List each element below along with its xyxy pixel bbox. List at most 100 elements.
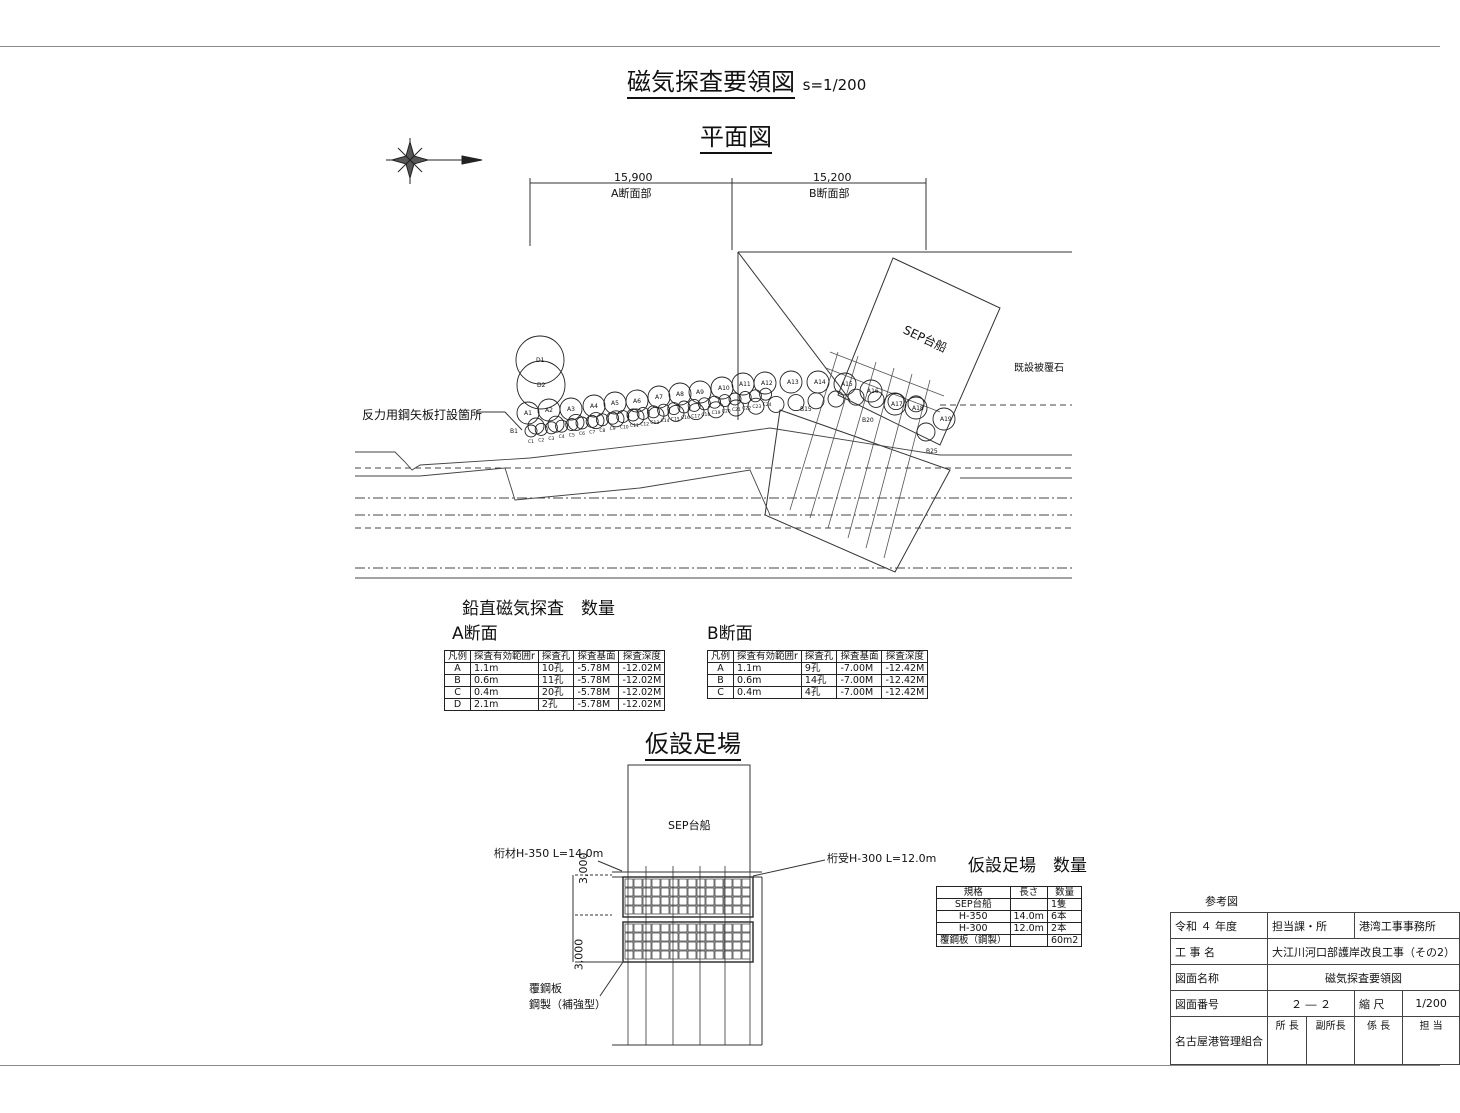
survey-point-label: A13 bbox=[787, 379, 799, 386]
steel-plate-cell bbox=[732, 923, 742, 933]
survey-point-label: C8 bbox=[599, 428, 605, 434]
survey-point-label: A16 bbox=[867, 388, 879, 395]
survey-b-cell: -7.00M bbox=[836, 686, 883, 699]
survey-circles bbox=[515, 335, 956, 442]
steel-plate-cell bbox=[651, 950, 661, 960]
survey-point-label: B25 bbox=[926, 448, 938, 455]
steel-plate-cell bbox=[732, 896, 742, 906]
survey-point-label: A11 bbox=[739, 381, 751, 388]
steel-plate-cell bbox=[741, 923, 751, 933]
steel-plate-cell bbox=[642, 887, 652, 897]
survey-circle-a bbox=[668, 382, 692, 406]
survey-circle-c bbox=[544, 421, 558, 435]
steel-plate-cell bbox=[705, 878, 715, 888]
steel-plate-panel bbox=[622, 876, 754, 918]
steel-plate-cell bbox=[669, 878, 679, 888]
survey-circle-c bbox=[728, 392, 742, 406]
steel-plate-cell bbox=[723, 923, 733, 933]
survey-point-label: C13 bbox=[650, 420, 659, 426]
scaffold-qty-cell: 60m2 bbox=[1046, 934, 1083, 947]
bottom-border bbox=[0, 1065, 1440, 1066]
drawing-scale: s=1/200 bbox=[802, 76, 867, 94]
steel-plate-cell bbox=[624, 941, 634, 951]
steel-plate-cell bbox=[624, 878, 634, 888]
steel-plate-cell bbox=[705, 905, 715, 915]
sheetpile-label: 反力用鋼矢板打設箇所 bbox=[362, 408, 483, 422]
steel-plate-cell bbox=[651, 896, 661, 906]
sep-barge bbox=[737, 251, 1072, 573]
survey-point-label: C5 bbox=[569, 433, 575, 439]
steel-plate-cell bbox=[633, 932, 643, 942]
tb-scale-value: 1/200 bbox=[1402, 990, 1460, 1017]
steel-plate-cell bbox=[741, 932, 751, 942]
survey-circle-b bbox=[847, 388, 865, 406]
tb-role-4: 担 当 bbox=[1402, 1016, 1460, 1065]
dimension-lines bbox=[529, 178, 927, 250]
steel-plate-cell bbox=[660, 905, 670, 915]
steel-plate-cell bbox=[660, 950, 670, 960]
survey-circle-b bbox=[727, 399, 745, 417]
steel-plate-cell bbox=[696, 950, 706, 960]
survey-point-label: C10 bbox=[620, 425, 629, 431]
scaffold-qty-cell: 14.0m bbox=[1009, 910, 1048, 923]
steel-plate-cell bbox=[624, 896, 634, 906]
steel-plate-cell bbox=[669, 923, 679, 933]
survey-circle-c bbox=[534, 422, 548, 436]
steel-plate-cell bbox=[705, 923, 715, 933]
steel-plate-cell bbox=[642, 878, 652, 888]
dim-b-value: 15,200 bbox=[813, 171, 852, 184]
steel-plate-cell bbox=[678, 887, 688, 897]
survey-circle-c bbox=[524, 424, 538, 438]
seawall-lines bbox=[355, 404, 1072, 579]
table-row: 覆鋼板（鋼製）60m2 bbox=[936, 934, 1083, 947]
steel-plate-cell bbox=[687, 905, 697, 915]
scaffold-qty-title: 仮設足場 数量 bbox=[968, 856, 1087, 876]
survey-circle-c bbox=[759, 387, 773, 401]
steel-plate-cell bbox=[624, 950, 634, 960]
steel-plate-cell bbox=[741, 887, 751, 897]
survey-b-cell: A bbox=[706, 662, 735, 675]
survey-circle-a bbox=[559, 397, 583, 421]
survey-point-label: A19 bbox=[940, 416, 952, 423]
steel-plate-cell bbox=[624, 923, 634, 933]
steel-plate-cell bbox=[633, 941, 643, 951]
steel-plate-cell bbox=[669, 932, 679, 942]
survey-circle-d bbox=[516, 360, 566, 410]
survey-circle-b bbox=[867, 390, 885, 408]
receiver-leader bbox=[752, 859, 826, 877]
steel-plate-cell bbox=[678, 932, 688, 942]
steel-plate-cell bbox=[642, 950, 652, 960]
steel-plate-cell bbox=[651, 905, 661, 915]
steel-plate-cell bbox=[714, 932, 724, 942]
survey-b-cell: C bbox=[706, 686, 735, 699]
survey-point-label: D2 bbox=[537, 382, 546, 389]
steel-plate-cell bbox=[723, 896, 733, 906]
tb-dept-label: 担当課・所 bbox=[1267, 912, 1355, 939]
survey-point-label: B15 bbox=[800, 406, 812, 413]
steel-plate-cell bbox=[642, 905, 652, 915]
survey-point-label: C9 bbox=[610, 426, 616, 432]
steel-plate-cell bbox=[678, 878, 688, 888]
steel-plate-cell bbox=[723, 905, 733, 915]
survey-point-label: C12 bbox=[640, 421, 649, 427]
tb-dept-value: 港湾工事事務所 bbox=[1353, 912, 1460, 939]
tb-role-2: 副所長 bbox=[1306, 1016, 1355, 1065]
steel-plate-cell bbox=[678, 941, 688, 951]
steel-plate-cell bbox=[660, 932, 670, 942]
survey-circle-b bbox=[787, 394, 805, 412]
survey-a-cell: A bbox=[443, 662, 472, 675]
survey-b-cell: 0.4m bbox=[733, 686, 802, 699]
survey-circle-b bbox=[567, 413, 585, 431]
tb-year: 令和 ４ 年度 bbox=[1170, 912, 1268, 939]
survey-point-label: C7 bbox=[589, 429, 595, 435]
steel-plate-cell bbox=[723, 941, 733, 951]
survey-a-cell: D bbox=[443, 698, 472, 711]
steel-plate-cell bbox=[624, 932, 634, 942]
steel-plate-cell bbox=[633, 896, 643, 906]
